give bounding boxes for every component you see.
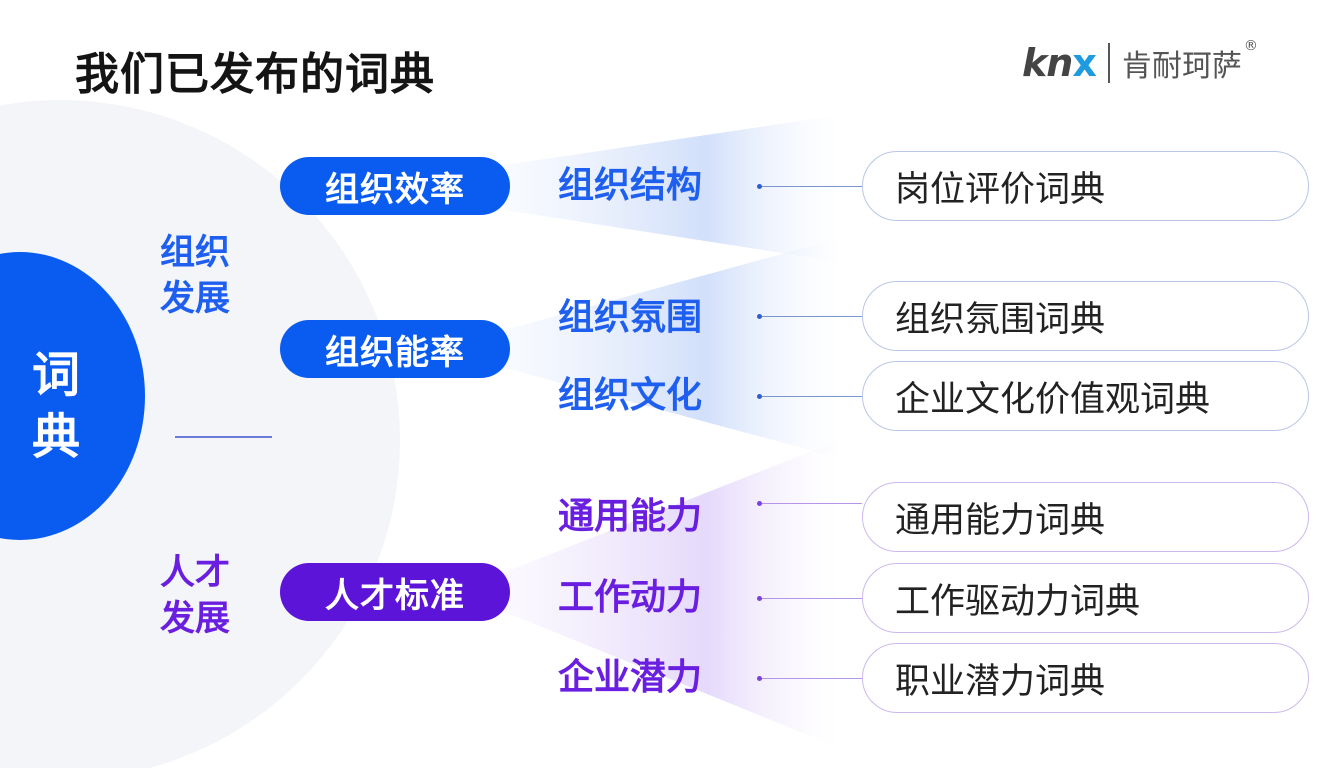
dictionary-corporate-values: 企业文化价值观词典 <box>862 361 1309 431</box>
dictionary-general-competency: 通用能力词典 <box>862 482 1309 552</box>
fan-capability <box>505 238 840 458</box>
sub-label: 工作动力 <box>558 577 703 618</box>
divider <box>175 436 272 438</box>
core-char: 典 <box>32 409 81 465</box>
connector-dot <box>757 184 762 189</box>
group-talent-development: 人才发展 <box>160 553 231 639</box>
fan-efficiency <box>505 115 840 262</box>
connector-line <box>762 598 862 599</box>
connector-dot <box>757 596 762 601</box>
pill-talent-standard: 人才标准 <box>280 563 510 621</box>
core-char: 词 <box>32 347 81 403</box>
sub-label: 组织氛围 <box>558 297 703 338</box>
core-circle <box>0 252 145 540</box>
connector-dot <box>757 314 762 319</box>
connector-line <box>762 503 862 504</box>
connector-line <box>762 316 862 317</box>
logo-chinese: 肯耐珂萨 <box>1121 49 1242 84</box>
connector-dot <box>757 394 762 399</box>
pill-org-capability: 组织能率 <box>280 320 510 378</box>
connector-line <box>762 186 862 187</box>
fan-talent <box>505 440 840 748</box>
pill-org-efficiency: 组织效率 <box>280 157 510 215</box>
logo-divider <box>1107 43 1110 83</box>
dictionary-org-climate: 组织氛围词典 <box>862 281 1309 351</box>
registered-mark: ® <box>1243 38 1258 54</box>
connector-line <box>762 678 862 679</box>
dictionary-work-motivation: 工作驱动力词典 <box>862 563 1309 633</box>
company-logo: knx 肯耐珂萨 ® <box>1022 38 1258 88</box>
connector-dot <box>757 676 762 681</box>
dictionary-career-potential: 职业潜力词典 <box>862 643 1309 713</box>
sub-label: 组织结构 <box>558 165 703 206</box>
connector-line <box>762 396 862 397</box>
dictionary-job-evaluation: 岗位评价词典 <box>862 151 1309 221</box>
logo-mark: knx <box>1022 41 1097 85</box>
sub-label: 通用能力 <box>558 496 703 537</box>
sub-label: 组织文化 <box>558 375 703 416</box>
sub-label: 企业潜力 <box>558 657 703 698</box>
page-title: 我们已发布的词典 <box>75 49 435 100</box>
connector-dot <box>757 501 762 506</box>
group-org-development: 组织发展 <box>160 233 231 319</box>
